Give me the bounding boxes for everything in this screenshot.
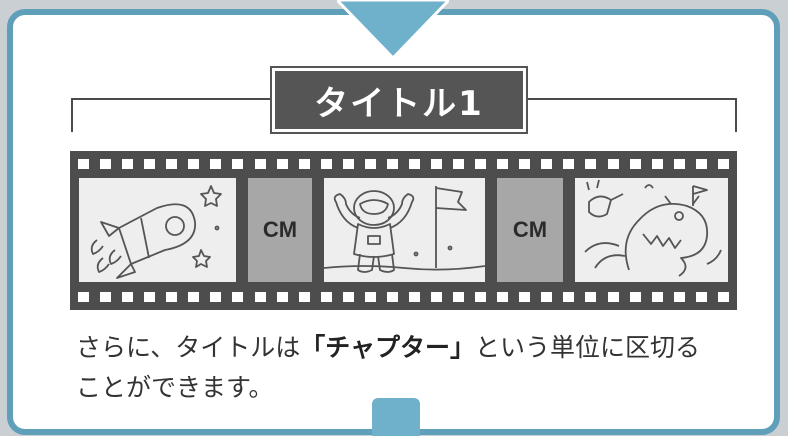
frame-monster [575, 178, 728, 282]
caption-line-1: さらに、タイトルは「チャプター」という単位に区切る [76, 328, 756, 368]
sprocket-hole [232, 292, 244, 302]
sprocket-hole [276, 159, 288, 169]
sprocket-hole [651, 159, 663, 169]
caption-emphasis: 「チャプター」 [300, 333, 476, 362]
frame-rocket [79, 178, 236, 282]
sprocket-hole [453, 292, 465, 302]
sprocket-hole [563, 159, 575, 169]
sprocket-hole [475, 159, 487, 169]
sprocket-hole [320, 292, 332, 302]
sprocket-hole [210, 292, 222, 302]
astronaut-icon [324, 186, 485, 273]
title-bracket-right [735, 98, 737, 132]
sprocket-hole [144, 159, 156, 169]
sprocket-hole [144, 292, 156, 302]
sprocket-hole [607, 292, 619, 302]
sprocket-hole [210, 159, 222, 169]
sprocket-hole [254, 292, 266, 302]
cm-frame-2: CM [497, 178, 563, 282]
bottom-tab-marker [372, 398, 420, 436]
sprocket-hole [585, 292, 597, 302]
sprocket-hole [298, 292, 310, 302]
title-label: タイトル1 [272, 68, 526, 132]
sprocket-hole [122, 292, 134, 302]
sprocket-hole [607, 159, 619, 169]
sprocket-hole [166, 292, 178, 302]
frame-astronaut [324, 178, 485, 282]
sprocket-hole [364, 292, 376, 302]
sprocket-hole [78, 159, 89, 169]
sprocket-hole [651, 292, 663, 302]
sprocket-hole [695, 292, 707, 302]
filmstrip: CM CM [70, 151, 737, 310]
sprocket-hole [320, 159, 332, 169]
sprocket-hole [232, 159, 244, 169]
sprocket-hole [100, 159, 112, 169]
sprocket-hole [364, 159, 376, 169]
sprocket-hole [188, 159, 200, 169]
sprocket-hole [673, 292, 685, 302]
sprocket-hole [431, 159, 442, 169]
sprocket-hole [673, 159, 685, 169]
sprocket-hole [629, 159, 641, 169]
sprocket-hole [431, 292, 442, 302]
sprocket-hole [717, 292, 729, 302]
sprocket-hole [78, 292, 89, 302]
sprocket-hole [695, 159, 707, 169]
monster-icon [584, 179, 722, 277]
title-bracket-left [71, 98, 73, 132]
sprocket-hole [386, 159, 398, 169]
sprocket-hole [541, 292, 553, 302]
sprocket-hole [276, 292, 288, 302]
sprocket-hole [519, 292, 531, 302]
sprocket-hole [386, 292, 398, 302]
sprocket-hole [298, 159, 310, 169]
sprocket-hole [497, 159, 509, 169]
sprocket-hole [717, 159, 729, 169]
caption-text: さらに、タイトルは「チャプター」という単位に区切る ことができます。 [76, 328, 756, 408]
sprocket-hole [585, 159, 597, 169]
caption-after: という単位に区切る [475, 333, 701, 362]
sprocket-hole [342, 292, 354, 302]
sprocket-hole [408, 292, 420, 302]
sprocket-hole [453, 159, 465, 169]
sprocket-hole [122, 159, 134, 169]
sprocket-hole [254, 159, 266, 169]
sprocket-hole [497, 292, 509, 302]
sprocket-hole [475, 292, 487, 302]
sprocket-hole [188, 292, 200, 302]
caption-before: さらに、タイトルは [76, 333, 301, 362]
sprocket-hole [629, 292, 641, 302]
down-arrow-icon [337, 0, 449, 61]
sprocket-holes-top [70, 159, 737, 171]
sprocket-hole [100, 292, 112, 302]
sprocket-hole [342, 159, 354, 169]
sprocket-holes-bottom [70, 292, 737, 304]
sprocket-hole [166, 159, 178, 169]
sprocket-hole [541, 159, 553, 169]
sprocket-hole [408, 159, 420, 169]
sprocket-hole [563, 292, 575, 302]
rocket-icon [90, 185, 222, 279]
sprocket-hole [519, 159, 531, 169]
caption-line-2: ことができます。 [76, 373, 274, 402]
cm-frame-1: CM [248, 178, 312, 282]
